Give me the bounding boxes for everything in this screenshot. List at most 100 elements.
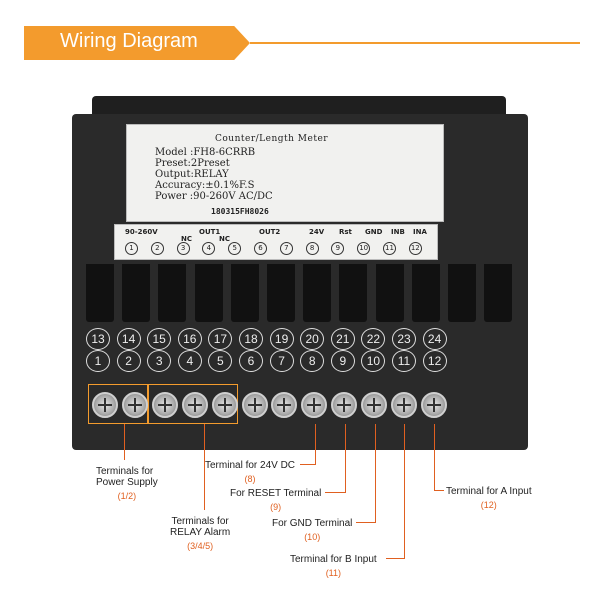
- strip-number-8: 8: [305, 242, 319, 255]
- screw-terminal: [420, 392, 447, 418]
- terminal-rib: [122, 264, 151, 322]
- leader-ina-h: [434, 490, 444, 491]
- callout-power-label2: Power Supply: [96, 477, 158, 488]
- callout-reset: For RESET Terminal (9): [230, 488, 321, 512]
- callout-power-num: (1/2): [117, 491, 137, 501]
- screw-terminal: [301, 392, 328, 418]
- callout-24v: Terminal for 24V DC (8): [205, 460, 295, 484]
- leader-inb-v: [404, 424, 405, 558]
- terminal-number-3: 3: [147, 350, 172, 372]
- screw-terminal: [181, 392, 208, 418]
- terminal-rib: [339, 264, 368, 322]
- leader-gnd-v: [375, 424, 376, 522]
- strip-voltage: 90-260V: [125, 228, 158, 236]
- strip-inb: INB: [391, 228, 405, 236]
- terminal-number-11: 11: [392, 350, 416, 372]
- callout-gnd: For GND Terminal (10): [272, 518, 352, 542]
- callout-power-label1: Terminals for: [96, 466, 154, 477]
- title-banner: Wiring Diagram: [24, 26, 250, 60]
- callout-relay-alarm: Terminals for RELAY Alarm (3/4/5): [170, 516, 230, 551]
- callout-reset-num: (9): [270, 502, 282, 512]
- screw-terminal: [361, 392, 388, 418]
- terminal-number-15: 15: [147, 328, 172, 350]
- strip-number-11: 11: [383, 242, 396, 255]
- leader-relay: [204, 424, 205, 510]
- terminal-number-9: 9: [330, 350, 355, 372]
- callout-relay-label1: Terminals for: [171, 516, 229, 527]
- terminal-rib: [194, 264, 223, 322]
- terminal-number-4: 4: [177, 350, 202, 372]
- spec-label: Counter/Length Meter Model :FH8-6CRRB Pr…: [126, 124, 444, 222]
- callout-inb: Terminal for B Input (11): [290, 554, 377, 578]
- strip-number-5: 5: [228, 242, 242, 255]
- strip-number-7: 7: [279, 242, 293, 255]
- callout-inb-num: (11): [325, 568, 342, 578]
- terminal-rib: [230, 264, 259, 322]
- terminal-number-24: 24: [422, 328, 447, 350]
- callout-24v-label: Terminal for 24V DC: [205, 460, 296, 471]
- label-power: Power :90-260V AC/DC: [155, 191, 273, 202]
- strip-nc1: NC: [181, 235, 192, 243]
- screw-terminal: [241, 392, 268, 418]
- screw-terminal: [331, 392, 358, 418]
- callout-ina-label: Terminal for A Input: [446, 486, 532, 497]
- terminal-number-17: 17: [208, 328, 233, 350]
- page-title: Wiring Diagram: [60, 30, 198, 52]
- terminal-rib: [484, 264, 513, 322]
- terminal-number-6: 6: [239, 350, 263, 372]
- label-output: Output:RELAY: [155, 169, 229, 180]
- leader-inb-h: [386, 558, 405, 559]
- terminal-rib: [267, 264, 295, 322]
- terminal-number-13: 13: [86, 328, 110, 350]
- strip-number-9: 9: [331, 242, 345, 255]
- callout-ina-num: (12): [480, 500, 497, 510]
- terminal-number-12: 12: [422, 350, 447, 372]
- callout-ina: Terminal for A Input (12): [446, 486, 532, 510]
- leader-reset-v: [345, 424, 346, 492]
- terminal-number-23: 23: [392, 328, 416, 350]
- terminal-rib: [448, 264, 476, 322]
- terminal-number-2: 2: [116, 350, 141, 372]
- terminal-number-20: 20: [300, 328, 325, 350]
- callout-relay-num: (3/4/5): [187, 541, 214, 551]
- label-accuracy: Accuracy:±0.1%F.S: [155, 180, 255, 191]
- strip-number-4: 4: [202, 242, 216, 255]
- callout-relay-label2: RELAY Alarm: [170, 527, 231, 538]
- screw-terminal: [151, 392, 178, 418]
- leader-24v-h: [300, 464, 316, 465]
- strip-nc2: NC: [219, 235, 230, 243]
- terminal-number-1: 1: [86, 350, 110, 372]
- screw-terminal: [121, 392, 148, 418]
- terminal-number-21: 21: [330, 328, 355, 350]
- leader-ina-v: [434, 424, 435, 490]
- terminal-rib: [303, 264, 332, 322]
- strip-number-2: 2: [150, 242, 164, 255]
- terminal-ribs: [76, 264, 524, 334]
- callout-inb-label: Terminal for B Input: [290, 554, 377, 565]
- label-title: Counter/Length Meter: [215, 134, 329, 144]
- terminal-number-22: 22: [361, 328, 386, 350]
- callout-reset-label: For RESET Terminal: [230, 488, 322, 499]
- banner-divider: [250, 42, 580, 44]
- terminal-number-8: 8: [300, 350, 325, 372]
- callout-24v-num: (8): [244, 474, 256, 484]
- terminal-number-16: 16: [177, 328, 202, 350]
- terminal-rib: [86, 264, 114, 322]
- label-serial: 180315FH8026: [211, 207, 269, 216]
- screw-terminal: [391, 392, 417, 418]
- screw-terminal-block: [88, 382, 447, 424]
- leader-reset-h: [325, 492, 346, 493]
- leader-24v-v: [315, 424, 316, 464]
- strip-number-10: 10: [357, 242, 371, 255]
- strip-out1: OUT1: [199, 228, 221, 236]
- leader-gnd-h: [356, 522, 376, 523]
- strip-gnd: GND: [365, 228, 383, 236]
- terminal-number-7: 7: [269, 350, 294, 372]
- terminal-number-14: 14: [116, 328, 141, 350]
- label-preset: Preset:2Preset: [155, 158, 230, 169]
- screw-terminal: [211, 392, 238, 418]
- leader-power-supply: [124, 424, 125, 460]
- label-model: Model :FH8-6CRRB: [155, 147, 256, 158]
- screw-terminal: [271, 392, 298, 418]
- strip-ina: INA: [413, 228, 427, 236]
